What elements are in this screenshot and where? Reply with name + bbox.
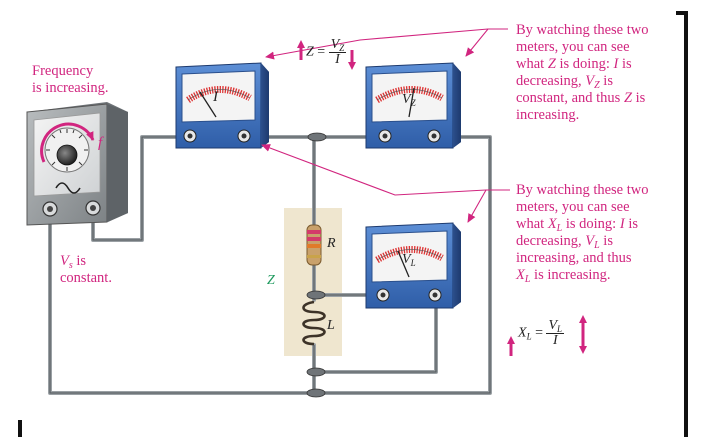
- impedance-label: Z: [267, 273, 275, 288]
- wire-connectors: [306, 132, 327, 398]
- voltmeter-vz: [365, 62, 461, 149]
- sine-wave-icon: [55, 182, 81, 194]
- inductor: [302, 300, 326, 346]
- meter-label-vz: VZ: [402, 92, 416, 108]
- leader-arrows: [261, 28, 510, 223]
- resistor: [306, 224, 322, 266]
- reactance-explanation: By watching these two meters, you can se…: [516, 182, 649, 285]
- frequency-note: Frequency is increasing.: [32, 63, 109, 96]
- meter-label-current: I: [213, 89, 218, 105]
- signal-generator: [26, 102, 128, 226]
- voltmeter-vl: [365, 222, 461, 309]
- frequency-symbol: f: [98, 135, 103, 151]
- ammeter: [175, 62, 269, 149]
- rotate-arrow-icon: [40, 122, 95, 163]
- formula-arrows: [297, 40, 587, 356]
- inductor-label: L: [327, 318, 335, 333]
- meter-label-vl: VL: [402, 252, 416, 268]
- source-voltage-note: Vs is constant.: [60, 253, 112, 286]
- frame-bracket-right: [676, 11, 688, 437]
- impedance-explanation: By watching these two meters, you can se…: [516, 22, 649, 123]
- resistor-label: R: [327, 236, 336, 251]
